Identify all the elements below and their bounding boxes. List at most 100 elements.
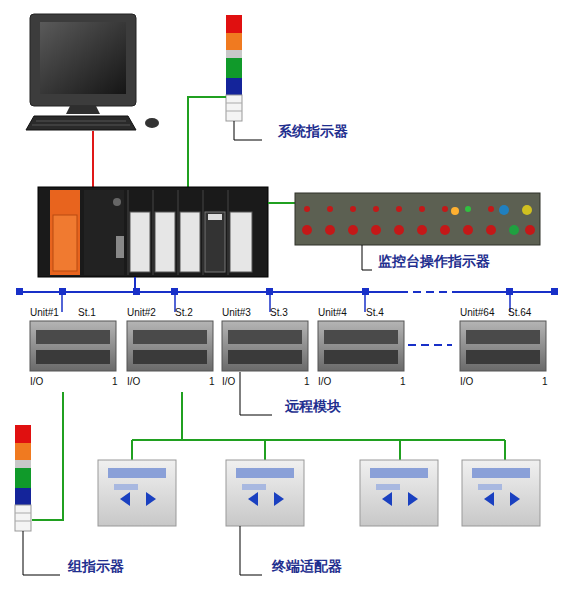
terminal-adapter-image (108, 468, 166, 478)
remote-module-image (30, 321, 546, 371)
network-bus (16, 288, 23, 295)
system-tower-light (226, 15, 242, 33)
system-tower-light (226, 103, 242, 104)
network-bus (133, 288, 140, 295)
adapter-wiring (132, 439, 505, 441)
callout-label: 终端适配器 (272, 557, 342, 575)
plc-rack (228, 190, 229, 275)
remote-module-image (222, 321, 308, 371)
group-tower-light (15, 443, 31, 460)
operator-panel (486, 225, 496, 235)
io-label: I/O (222, 376, 235, 388)
adapter-wiring (181, 392, 183, 440)
remote-module-image (466, 350, 540, 364)
plc-rack (38, 187, 268, 277)
terminal-adapter-image (510, 492, 520, 506)
terminal-adapter-image (370, 468, 428, 478)
remote-module: Unit#1St.1I/O1 (28, 304, 124, 390)
operator-panel (488, 206, 494, 212)
operator-panel (295, 193, 540, 245)
plc-rack (203, 190, 204, 275)
remote-module: Unit#64St.64I/O1 (458, 304, 554, 390)
terminal-adapter-image (120, 492, 130, 506)
computer (26, 116, 136, 130)
plc-rack (128, 190, 129, 275)
remote-module: Unit#4St.4I/O1 (316, 304, 412, 390)
system-tower-light (226, 15, 242, 121)
remote-module-image (228, 330, 302, 344)
group-tower-light (15, 505, 31, 531)
remote-module-image (133, 330, 207, 344)
operator-panel (304, 206, 310, 212)
terminal-adapter-image (408, 492, 418, 506)
network-bus (455, 291, 555, 293)
plc-rack (50, 190, 80, 275)
group-tower-light (15, 513, 31, 514)
io-label: I/O (460, 376, 473, 388)
terminal-adapter-image (98, 460, 176, 526)
operator-panel (373, 206, 379, 212)
operator-panel (394, 225, 404, 235)
tower-link (188, 97, 226, 187)
unit-label: St.3 (270, 307, 288, 319)
operator-panel (499, 205, 509, 215)
operator-panel (371, 225, 381, 235)
callout-label: 远程模块 (285, 397, 341, 415)
network-bus (364, 292, 366, 312)
operator-panel (327, 206, 333, 212)
remote-module: Unit#2St.2I/O1 (125, 304, 221, 390)
computer (145, 118, 159, 128)
plc-rack (53, 215, 77, 271)
group-tower-light (15, 521, 31, 522)
io-label: 1 (542, 376, 548, 388)
network-bus (18, 291, 400, 293)
plc-rack (208, 214, 222, 220)
io-label: 1 (400, 376, 406, 388)
remote-module-image (36, 330, 110, 344)
operator-panel (350, 206, 356, 212)
operator-panel (396, 206, 402, 212)
operator-panel (522, 205, 532, 215)
operator-panel (525, 225, 535, 235)
operator-panel (419, 206, 425, 212)
operator-panel (465, 206, 471, 212)
terminal-adapter-image (242, 484, 266, 490)
plc-rack (205, 212, 225, 272)
leader-line (240, 526, 262, 575)
computer (66, 106, 100, 114)
terminal-adapter-image (462, 460, 540, 526)
terminal-adapter-image (114, 484, 138, 490)
adapter-wiring (399, 440, 401, 460)
plc-rack (38, 187, 268, 277)
system-tower-light (226, 58, 242, 78)
remote-module-image (466, 330, 540, 344)
operator-panel (509, 225, 519, 235)
remote-module-image (324, 350, 398, 364)
operator-panel (417, 225, 427, 235)
leader-line (240, 372, 272, 415)
remote-module-image (127, 321, 213, 371)
system-tower-light (226, 95, 242, 121)
plc-rack (130, 212, 150, 272)
io-label: I/O (30, 376, 43, 388)
plc-rack (84, 190, 124, 275)
plc-rack (230, 212, 252, 272)
network-bus (61, 292, 63, 312)
adapter-wiring (132, 392, 505, 460)
terminal-adapter-image (236, 468, 294, 478)
callout-label: 组指示器 (68, 557, 124, 575)
group-link (32, 392, 63, 520)
unit-label: Unit#1 (30, 307, 59, 319)
unit-label: St.2 (175, 307, 193, 319)
io-label: 1 (209, 376, 215, 388)
operator-panel (325, 225, 335, 235)
system-tower-light (226, 33, 242, 50)
remote-module-image (228, 350, 302, 364)
terminal-adapter-image (226, 460, 304, 526)
adapter-wiring (504, 440, 506, 460)
computer-link (92, 131, 94, 187)
io-label: I/O (318, 376, 331, 388)
group-tower-light (15, 488, 31, 505)
computer (26, 14, 159, 130)
operator-panel (440, 225, 450, 235)
